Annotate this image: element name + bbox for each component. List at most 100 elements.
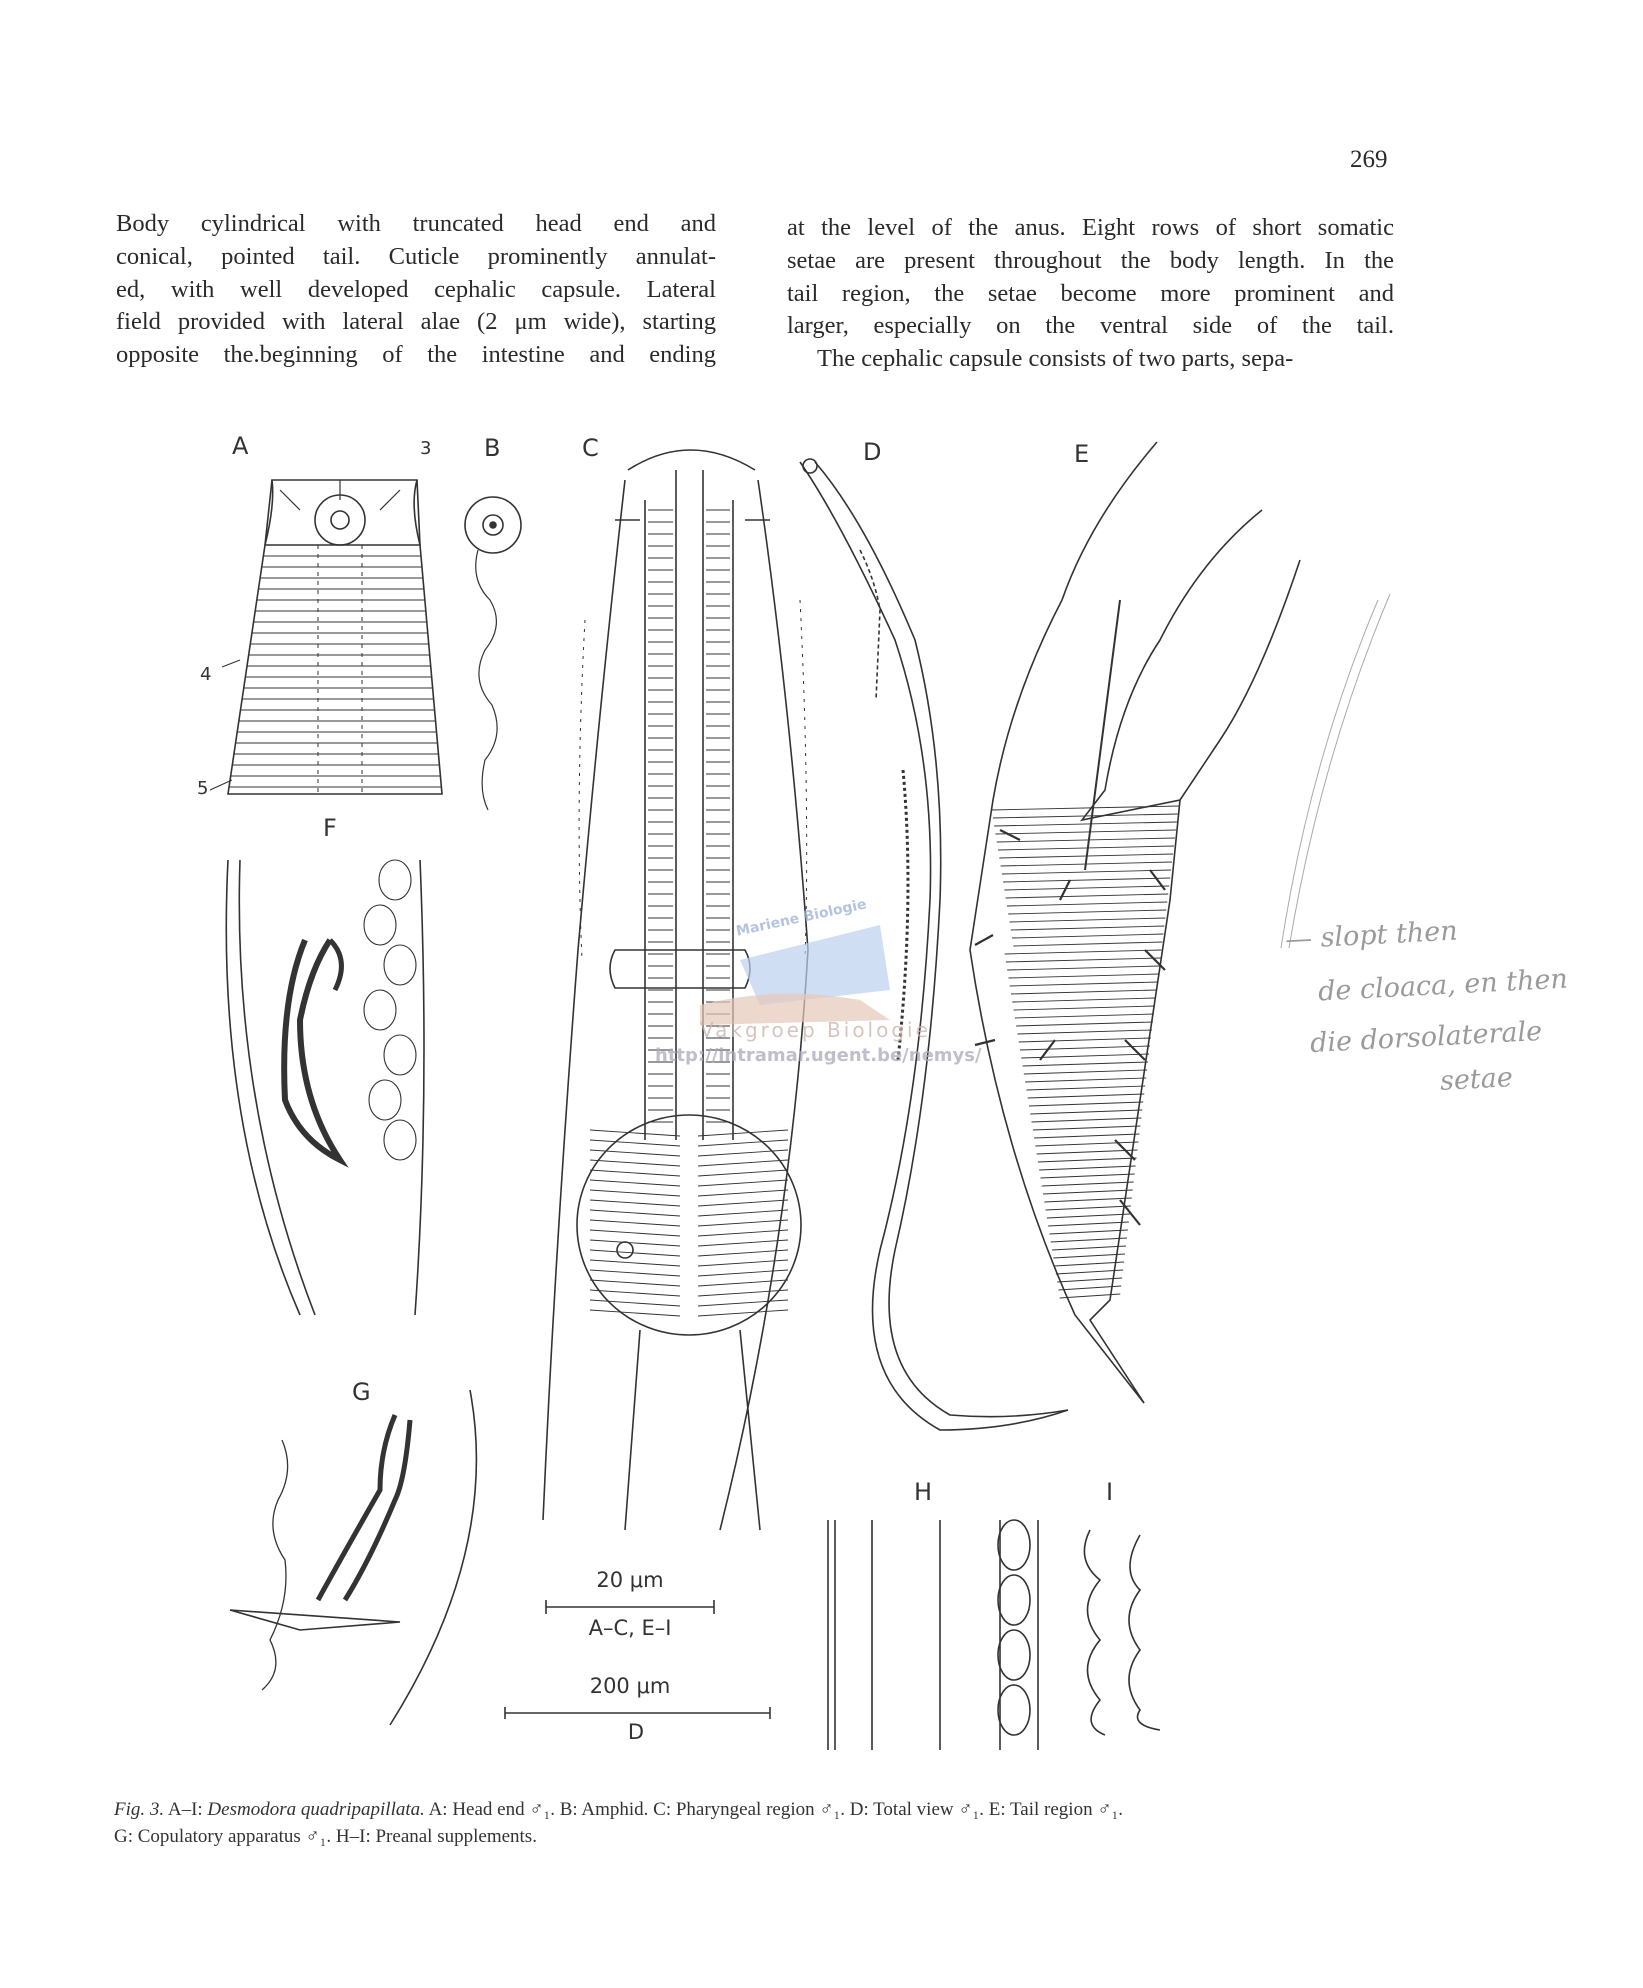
- figure-caption: Fig. 3. A–I: Desmodora quadripapillata. …: [114, 1796, 1123, 1850]
- annulation-line: [697, 1269, 789, 1277]
- panel-label-e: E: [1074, 440, 1090, 468]
- text-column-left: Body cylindrical with truncated head end…: [116, 208, 716, 372]
- annulation-line: [1006, 901, 1168, 907]
- annulation-line: [589, 1249, 681, 1257]
- annulation-line: [1034, 1133, 1140, 1139]
- annulation-line: [589, 1159, 681, 1167]
- supplement-cell: [383, 1034, 417, 1076]
- scale-applies-a-c-e-i: A–C, E–I: [588, 1616, 672, 1640]
- annulation-line: [1036, 1149, 1138, 1155]
- annulation-line: [1050, 1237, 1127, 1243]
- panel-d-total-view: [799, 458, 1069, 1431]
- supplement-cell: [383, 944, 417, 986]
- panel-h-preanal-supplements: [827, 1519, 1039, 1750]
- annulation-line: [589, 1309, 681, 1317]
- annulation-line: [1005, 957, 1161, 963]
- supplement-cell: [378, 859, 412, 901]
- scale-bars: [504, 1600, 771, 1719]
- annulation-line: [1025, 1077, 1147, 1083]
- annulation-line: [1017, 1029, 1152, 1035]
- scale-label-200um: 200 μm: [589, 1674, 671, 1698]
- panel-g-copulatory-apparatus: [229, 1389, 478, 1726]
- annulation-line: [1012, 933, 1164, 939]
- panel-label-g: G: [352, 1378, 371, 1406]
- annulation-line: [697, 1249, 789, 1257]
- supplement-cell: [363, 904, 397, 946]
- text-line: conical, pointed tail. Cuticle prominent…: [116, 242, 716, 270]
- faint-outline: [1280, 593, 1391, 949]
- annulation-line: [589, 1279, 681, 1287]
- annulation-line: [1040, 1173, 1135, 1179]
- text-line: The cephalic capsule consists of two par…: [817, 345, 1294, 373]
- annulation-line: [697, 1289, 789, 1297]
- annulation-line: [589, 1259, 681, 1267]
- annulation-line: [1031, 1117, 1142, 1123]
- annulation-line: [697, 1279, 789, 1287]
- watermark-logo: [740, 925, 890, 1005]
- annulation-line: [1053, 1253, 1126, 1259]
- panel-e-tail-region: [969, 441, 1301, 1404]
- annulation-line: [1004, 949, 1162, 955]
- annulation-line: [697, 1259, 789, 1267]
- annulation-line: [589, 1149, 681, 1157]
- page-number: 269: [1350, 146, 1388, 173]
- supplement-cell: [383, 1119, 417, 1161]
- annulation-line: [1000, 861, 1173, 867]
- annulation-line: [1058, 1285, 1122, 1291]
- text-line: tail region, the setae become more promi…: [787, 279, 1394, 307]
- panel-label-h: H: [914, 1478, 933, 1506]
- annulation-line: [1010, 925, 1165, 931]
- annulation-line: [1030, 1109, 1143, 1115]
- annulation-line: [1013, 1005, 1155, 1011]
- text-column-right: at the level of the anus. Eight rows of …: [787, 212, 1394, 376]
- annotation-5: 5: [197, 778, 209, 799]
- annulation-line: [1005, 893, 1169, 899]
- annulation-line: [1046, 1213, 1130, 1219]
- text-line: ed, with well developed cephalic capsule…: [116, 275, 716, 303]
- panel-c-pharynx: [542, 449, 809, 1531]
- scale-label-20um: 20 μm: [596, 1568, 664, 1592]
- annulation-line: [1013, 941, 1163, 947]
- caption-range: A–I:: [164, 1799, 208, 1820]
- text-line: at the level of the anus. Eight rows of …: [787, 214, 1394, 241]
- annotation-4: 4: [200, 664, 212, 685]
- annotation-3: 3: [420, 438, 432, 459]
- annulation-line: [697, 1189, 789, 1197]
- annulation-line: [589, 1169, 681, 1177]
- supplement-cell: [363, 989, 397, 1031]
- annulation-line: [1014, 1013, 1154, 1019]
- annulation-line: [1039, 1165, 1136, 1171]
- panel-label-f: F: [323, 814, 337, 842]
- annulation-line: [1051, 1245, 1127, 1251]
- annulation-line: [697, 1129, 789, 1137]
- annulation-line: [1022, 1061, 1149, 1067]
- panel-b-amphid: [464, 496, 522, 811]
- annulation-line: [1027, 1093, 1145, 1099]
- annulation-line: [1041, 1181, 1134, 1187]
- caption-line2: G: Copulatory apparatus ♂₁. H–I: Preanal…: [114, 1826, 537, 1847]
- annulation-line: [697, 1179, 789, 1187]
- annulation-line: [992, 813, 1178, 819]
- annulation-line: [1045, 1205, 1131, 1211]
- annulation-line: [589, 1179, 681, 1187]
- annulation-line: [697, 1169, 789, 1177]
- annulation-line: [697, 1309, 789, 1317]
- annulation-line: [697, 1139, 789, 1147]
- annulation-line: [1037, 1157, 1137, 1163]
- caption-species: Desmodora quadripapillata.: [207, 1799, 425, 1820]
- annulation-line: [697, 1239, 789, 1247]
- panel-label-c: C: [582, 434, 599, 462]
- annulation-line: [1008, 973, 1159, 979]
- annulation-line: [995, 829, 1176, 835]
- annulation-line: [1007, 965, 1160, 971]
- panel-label-i: I: [1106, 1478, 1114, 1506]
- annulation-line: [1055, 1269, 1124, 1275]
- scale-applies-d: D: [627, 1720, 645, 1744]
- annulation-line: [1023, 1069, 1148, 1075]
- panel-a-head-end: [209, 479, 443, 795]
- annulation-line: [1012, 997, 1156, 1003]
- annulation-line: [697, 1199, 789, 1207]
- caption-fig-number: Fig. 3.: [114, 1799, 165, 1820]
- text-line: field provided with lateral alae (2 μm w…: [116, 308, 716, 336]
